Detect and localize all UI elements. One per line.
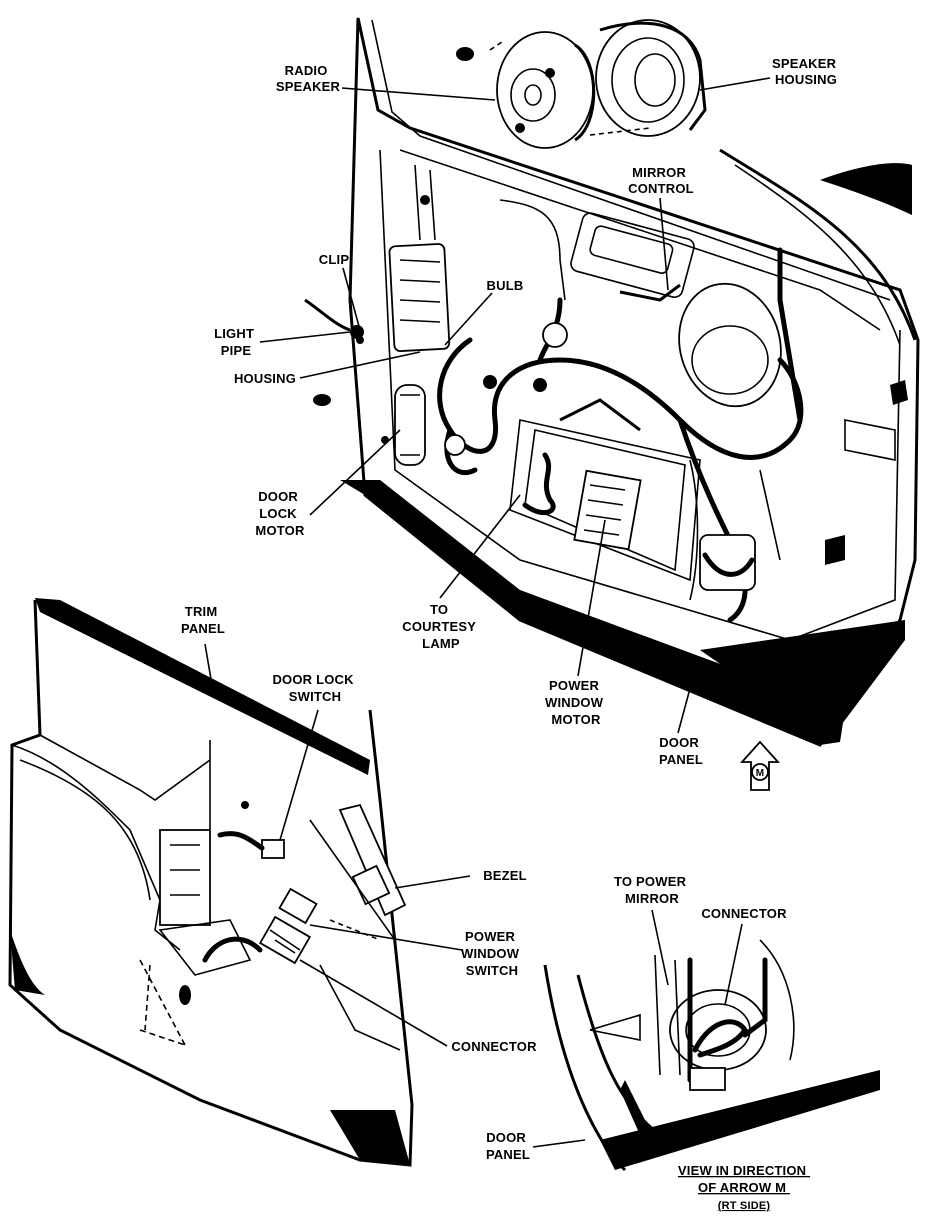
door-lock-switch: [261, 839, 285, 859]
label-bezel: BEZEL: [483, 868, 527, 883]
label-to-power-mirror: TO POWER MIRROR: [614, 874, 690, 906]
label-speaker-housing: SPEAKER HOUSING: [772, 56, 840, 87]
trim-panel-assembly: [8, 598, 414, 1167]
leader-lines: [204, 77, 771, 1148]
label-door-panel-detail: DOOR PANEL: [486, 1130, 530, 1162]
label-bulb: BULB: [487, 278, 524, 293]
label-power-window-motor: POWER WINDOW MOTOR: [545, 678, 607, 727]
label-connector-detail: CONNECTOR: [701, 906, 787, 921]
label-door-lock-motor: DOOR LOCK MOTOR: [255, 489, 305, 538]
detail-view-arrow-m: [543, 939, 880, 1172]
label-radio-speaker: RADIO SPEAKER: [276, 63, 341, 94]
power-window-motor: [573, 469, 642, 551]
label-door-lock-switch: DOOR LOCK SWITCH: [272, 672, 357, 704]
label-door-panel-top: DOOR PANEL: [659, 735, 703, 767]
label-housing: HOUSING: [234, 371, 296, 386]
door-sill: [340, 480, 845, 745]
label-trim-panel: TRIM PANEL: [181, 604, 225, 636]
labels: RADIO SPEAKER SPEAKER HOUSING MIRROR CON…: [181, 56, 840, 1212]
label-connector-bottom: CONNECTOR: [451, 1039, 537, 1054]
speaker-housing: [595, 19, 701, 137]
mirror-shade: [820, 163, 912, 215]
arrow-m: M: [739, 740, 781, 791]
label-clip: CLIP: [319, 252, 350, 267]
label-power-window-switch: POWER WINDOW SWITCH: [461, 929, 523, 978]
upper-door-assembly: M: [304, 17, 920, 791]
label-to-courtesy-lamp: TO COURTESY LAMP: [402, 602, 479, 651]
label-view-caption: VIEW IN DIRECTION OF ARROW M (RT SIDE): [678, 1163, 810, 1212]
arrow-m-letter: M: [756, 768, 765, 779]
label-mirror-control: MIRROR CONTROL: [628, 165, 694, 196]
label-light-pipe: LIGHT PIPE: [214, 326, 258, 358]
door-lock-motor: [394, 384, 426, 466]
courtesy-lamp-housing: [388, 243, 451, 352]
